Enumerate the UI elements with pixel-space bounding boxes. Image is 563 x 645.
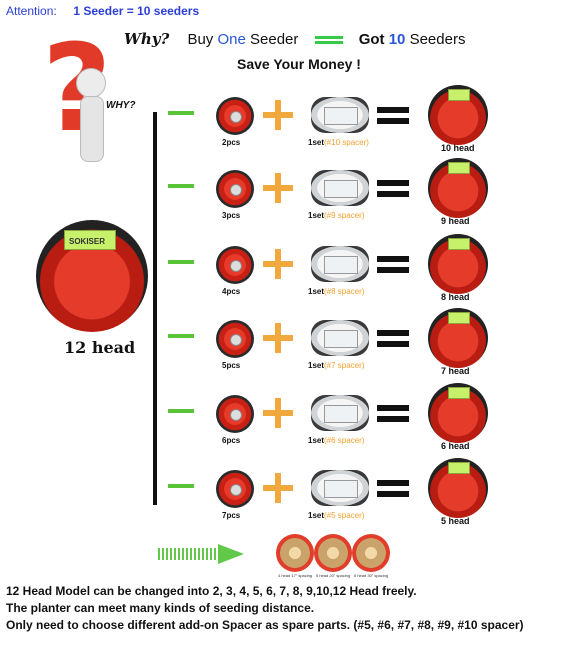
headline-seeders: Seeders: [409, 31, 466, 48]
footer-line-2: The planter can meet many kinds of seedi…: [6, 601, 315, 615]
twelve-head-label: 12 head: [64, 338, 136, 357]
headline-seeder: Seeder: [250, 31, 299, 48]
spacer-part-image: [311, 395, 369, 431]
spacer-part-image: [311, 320, 369, 356]
spacer-label: 1set(#5 spacer): [308, 511, 365, 520]
seeder-head-image: [216, 320, 254, 358]
headline-why: Why?: [124, 30, 170, 48]
thinking-man-body: [80, 96, 104, 162]
green-dash-icon: [168, 184, 194, 188]
head-count-label: 10 head: [441, 143, 475, 153]
equals-icon: [377, 330, 409, 348]
equals-icon: [377, 107, 409, 125]
green-dash-icon: [168, 409, 194, 413]
spacer-part-image: [311, 470, 369, 506]
headline: Why? Buy One Seeder Got 10 Seeders: [124, 30, 465, 48]
thinking-man-head: [76, 68, 106, 98]
attention-line: Attention: 1 Seeder = 10 seeders: [6, 4, 199, 18]
headline-one: One: [217, 31, 246, 48]
seeder-tag: [448, 238, 470, 250]
spacer-label: 1set(#10 spacer): [308, 138, 369, 147]
seeder-tag: [448, 312, 470, 324]
equals-icon: [377, 256, 409, 274]
pcs-label: 4pcs: [222, 287, 241, 296]
pcs-label: 6pcs: [222, 436, 241, 445]
wheel-caption: 5 head 20" spacing: [316, 573, 351, 578]
spacer-label: 1set(#8 spacer): [308, 287, 365, 296]
wheel-6-head-image: [352, 534, 390, 572]
head-count-label: 5 head: [441, 516, 470, 526]
green-dash-icon: [168, 260, 194, 264]
head-count-label: 9 head: [441, 216, 470, 226]
seeder-head-image: [216, 246, 254, 284]
green-dash-icon: [168, 334, 194, 338]
pcs-label: 3pcs: [222, 211, 241, 220]
pcs-label: 5pcs: [222, 361, 241, 370]
bracket-line: [153, 112, 157, 505]
result-seeder-image: [428, 234, 488, 294]
spacer-label: 1set(#9 spacer): [308, 211, 365, 220]
why-small-label: WHY?: [106, 100, 136, 111]
result-seeder-image: [428, 308, 488, 368]
pcs-label: 2pcs: [222, 138, 241, 147]
result-seeder-image: [428, 158, 488, 218]
spacer-part-image: [311, 97, 369, 133]
result-seeder-image: [428, 85, 488, 145]
seeder-head-image: [216, 170, 254, 208]
plus-icon: [263, 173, 293, 203]
plus-icon: [263, 100, 293, 130]
footer-text: 12 Head Model can be changed into 2, 3, …: [6, 583, 524, 634]
headline-buy: Buy: [187, 31, 214, 48]
save-money-title: Save Your Money !: [237, 56, 361, 72]
wheel-4-head-image: [276, 534, 314, 572]
seeder-head-image: [216, 470, 254, 508]
big-seeder-tag: SOKISER: [64, 230, 116, 250]
plus-icon: [263, 323, 293, 353]
wheel-5-head-image: [314, 534, 352, 572]
plus-icon: [263, 249, 293, 279]
seeder-tag: [448, 89, 470, 101]
equals-icon: [377, 405, 409, 423]
head-count-label: 6 head: [441, 441, 470, 451]
arrow-right-icon: [218, 544, 244, 564]
wheel-caption: 6 head 30" spacing: [354, 573, 389, 578]
green-dash-icon: [168, 111, 194, 115]
head-count-label: 8 head: [441, 292, 470, 302]
plus-icon: [263, 398, 293, 428]
footer-line-3: Only need to choose different add-on Spa…: [6, 618, 524, 632]
seeder-head-image: [216, 97, 254, 135]
attention-prefix: Attention:: [6, 4, 57, 18]
head-count-label: 7 head: [441, 366, 470, 376]
arrow-tail: [158, 548, 218, 560]
spacer-part-image: [311, 246, 369, 282]
twelve-head-seeder-image: SOKISER: [36, 220, 148, 332]
footer-line-1: 12 Head Model can be changed into 2, 3, …: [6, 584, 417, 598]
spacer-label: 1set(#6 spacer): [308, 436, 365, 445]
result-seeder-image: [428, 383, 488, 443]
seeder-tag: [448, 462, 470, 474]
spacer-part-image: [311, 170, 369, 206]
plus-icon: [263, 473, 293, 503]
result-seeder-image: [428, 458, 488, 518]
pcs-label: 7pcs: [222, 511, 241, 520]
attention-text: 1 Seeder = 10 seeders: [73, 4, 200, 18]
equals-icon: [377, 180, 409, 198]
equals-icon: [377, 480, 409, 498]
seeder-tag: [448, 387, 470, 399]
wheel-caption: 4 head 17" spacing: [278, 573, 313, 578]
seeder-head-image: [216, 395, 254, 433]
seeder-tag: [448, 162, 470, 174]
headline-got: Got: [358, 31, 385, 48]
equals-bar-icon: [314, 36, 343, 45]
spacer-label: 1set(#7 spacer): [308, 361, 365, 370]
headline-ten: 10: [388, 31, 406, 48]
green-dash-icon: [168, 484, 194, 488]
